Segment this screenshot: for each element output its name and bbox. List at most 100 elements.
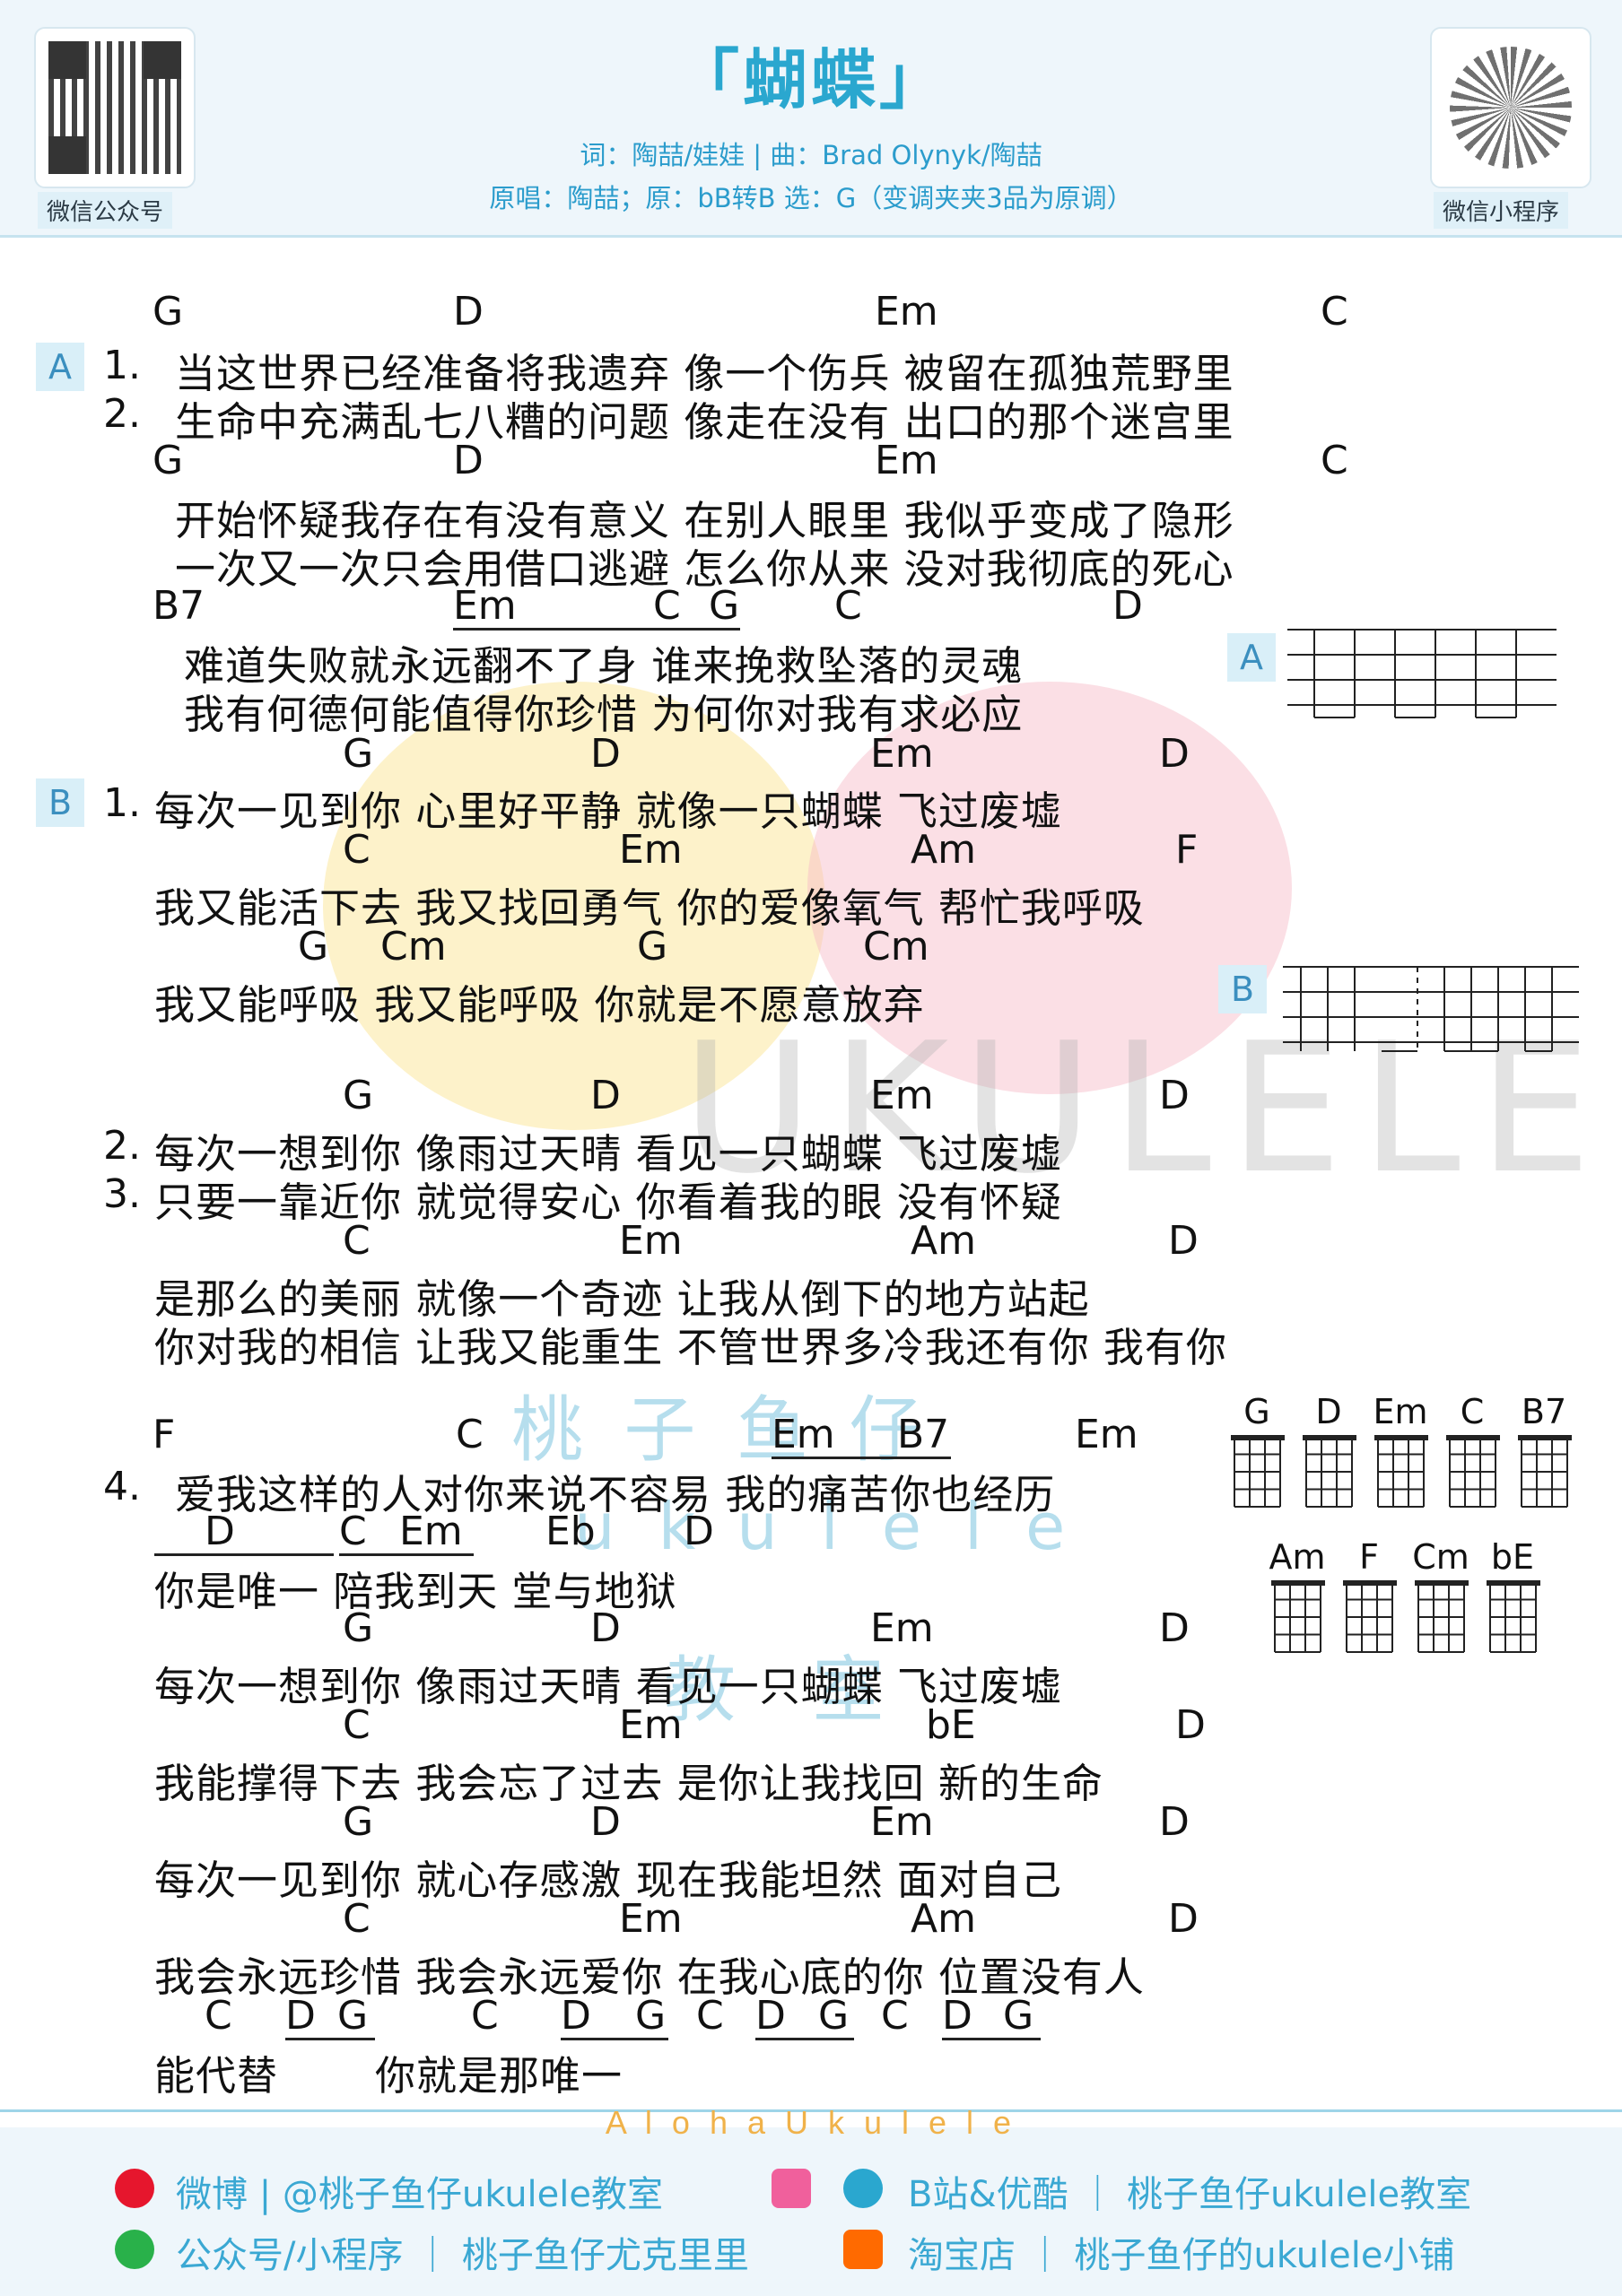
chord: G — [343, 1605, 374, 1651]
chord: D — [285, 1993, 316, 2039]
strum-pattern-b — [1283, 966, 1579, 1052]
tie-underline — [453, 628, 740, 631]
youku-play-icon — [843, 2169, 883, 2208]
song-original-key: 原唱：陶喆；原：bB转B 选：G（变调夹夹3品为原调） — [489, 183, 1133, 213]
wechat-official-qr-code — [34, 27, 196, 188]
lyric-line: 只要一靠近你 就觉得安心 你看着我的眼 没有怀疑 — [154, 1178, 1062, 1226]
chord: G — [298, 924, 329, 970]
chord: Em — [453, 583, 517, 629]
chord: D — [590, 1605, 621, 1651]
chord: D — [1159, 1799, 1190, 1845]
chord: Em — [619, 1896, 683, 1942]
watermark-yellow-fish — [323, 682, 825, 1130]
mini-program-code-pattern — [1450, 47, 1572, 169]
chord: C — [696, 1993, 724, 2039]
chord: G — [343, 731, 374, 777]
fretboard-grid — [1446, 1435, 1500, 1508]
chord: C — [471, 1993, 499, 2039]
qr-code-pattern — [48, 41, 181, 174]
chord: Em — [619, 1218, 683, 1264]
lyric-line: 我能撑得下去 我会忘了过去 是你让我找回 新的生命 — [154, 1760, 1103, 1807]
chord: Am — [911, 1896, 976, 1942]
qr-right-caption: 微信小程序 — [1434, 192, 1569, 229]
chord: C — [1321, 289, 1348, 335]
chord: D — [684, 1509, 714, 1554]
chord: Em — [619, 1702, 683, 1748]
chord: D — [561, 1993, 591, 2039]
chord: G — [635, 1993, 667, 2039]
chord: Em — [870, 731, 934, 777]
fretboard-grid — [1303, 1435, 1356, 1508]
footer-taobao[interactable]: 淘宝店 ｜ 桃子鱼仔的ukulele小铺 — [908, 2235, 1455, 2276]
section-tag-a: A — [36, 343, 84, 391]
fretboard-grid — [1487, 1580, 1540, 1653]
chord: Am — [911, 1218, 976, 1264]
strum-tag-b: B — [1218, 965, 1267, 1013]
chord: B7 — [897, 1412, 950, 1457]
chord: D — [1112, 583, 1143, 629]
lyric-line: 一次又一次只会用借口逃避 怎么你从来 没对我彻底的死心 — [175, 545, 1234, 593]
chord: D — [590, 731, 621, 777]
fretboard-grid — [1518, 1435, 1572, 1508]
header-band — [0, 0, 1622, 238]
chord: C — [653, 583, 681, 629]
chord-diagram-name: G — [1243, 1392, 1270, 1431]
watermark-pink-fish — [807, 682, 1292, 1094]
lyric-line: 每次一见到你 就心存感激 现在我能坦然 面对自己 — [154, 1857, 1062, 1904]
chord: G — [153, 289, 184, 335]
watermark-ukulele-text: UKULELE — [682, 1004, 1610, 1213]
chord: Em — [399, 1509, 463, 1554]
fretboard-grid — [1415, 1580, 1469, 1653]
chord: C — [343, 1896, 371, 1942]
chord: C — [205, 1993, 232, 2039]
tie-underline — [154, 1553, 334, 1556]
chord: G — [637, 924, 668, 970]
strum-pattern-a — [1287, 629, 1557, 718]
chord: D — [942, 1993, 972, 2039]
lyric-line: 开始怀疑我存在有没有意义 在别人眼里 我似乎变成了隐形 — [175, 497, 1234, 544]
fretboard-grid — [1231, 1435, 1285, 1508]
chord-diagram-name: bE — [1490, 1537, 1535, 1577]
lyric-line: 每次一见到你 心里好平静 就像一只蝴蝶 飞过废墟 — [154, 787, 1062, 835]
lyric-line: 你对我的相信 让我又能重生 不管世界多冷我还有你 我有你 — [154, 1324, 1227, 1371]
chord: C — [456, 1412, 484, 1457]
verse-number: 4. — [103, 1464, 141, 1509]
chord-diagram: C — [1444, 1392, 1502, 1512]
verse-number: 2. — [103, 391, 141, 437]
footer-band — [0, 2127, 1622, 2296]
chord: Cm — [380, 924, 447, 970]
lyric-line: 能代替 — [154, 2052, 279, 2100]
lyric-line: 难道失败就永远翻不了身 谁来挽救坠落的灵魂 — [184, 642, 1024, 690]
chord: F — [1175, 827, 1199, 873]
verse-number: 3. — [103, 1171, 141, 1217]
chord: G — [1003, 1993, 1034, 2039]
chord: C — [1321, 438, 1348, 483]
lyric-line: 你就是那唯一 — [375, 2052, 624, 2100]
wechat-icon — [115, 2230, 154, 2269]
footer-bilibili[interactable]: B站&优酷 ｜ 桃子鱼仔ukulele教室 — [908, 2174, 1472, 2215]
lyric-line: 我有何德何能值得你珍惜 为何你对我有求必应 — [184, 691, 1024, 738]
chord-diagram: D — [1301, 1392, 1358, 1512]
footer-wechat[interactable]: 公众号/小程序 ｜ 桃子鱼仔尤克里里 — [176, 2235, 749, 2276]
chord: Eb — [545, 1509, 596, 1554]
chord: F — [153, 1412, 176, 1457]
fretboard-grid — [1374, 1435, 1428, 1508]
lyric-line: 我又能呼吸 我又能呼吸 你就是不愿意放弃 — [154, 981, 925, 1029]
chord: D — [1168, 1896, 1199, 1942]
chord-diagram: Em — [1373, 1392, 1430, 1512]
strum-tag-a: A — [1227, 633, 1276, 682]
chord: G — [709, 583, 740, 629]
song-credits: 词：陶喆/娃娃 | 曲：Brad Olynyk/陶喆 — [580, 140, 1042, 170]
tie-underline — [772, 1457, 951, 1459]
chord: Em — [870, 1799, 934, 1845]
verse-number: 1. — [103, 780, 141, 826]
chord: D — [755, 1993, 786, 2039]
tie-underline — [285, 2038, 375, 2040]
footer-weibo[interactable]: 微博 | @桃子鱼仔ukulele教室 — [176, 2174, 663, 2215]
chord: C — [339, 1509, 367, 1554]
chord: G — [153, 438, 184, 483]
bilibili-icon — [772, 2169, 811, 2208]
chord: D — [1168, 1218, 1199, 1264]
chord-diagram-name: B7 — [1521, 1392, 1567, 1431]
chord: D — [1159, 731, 1190, 777]
